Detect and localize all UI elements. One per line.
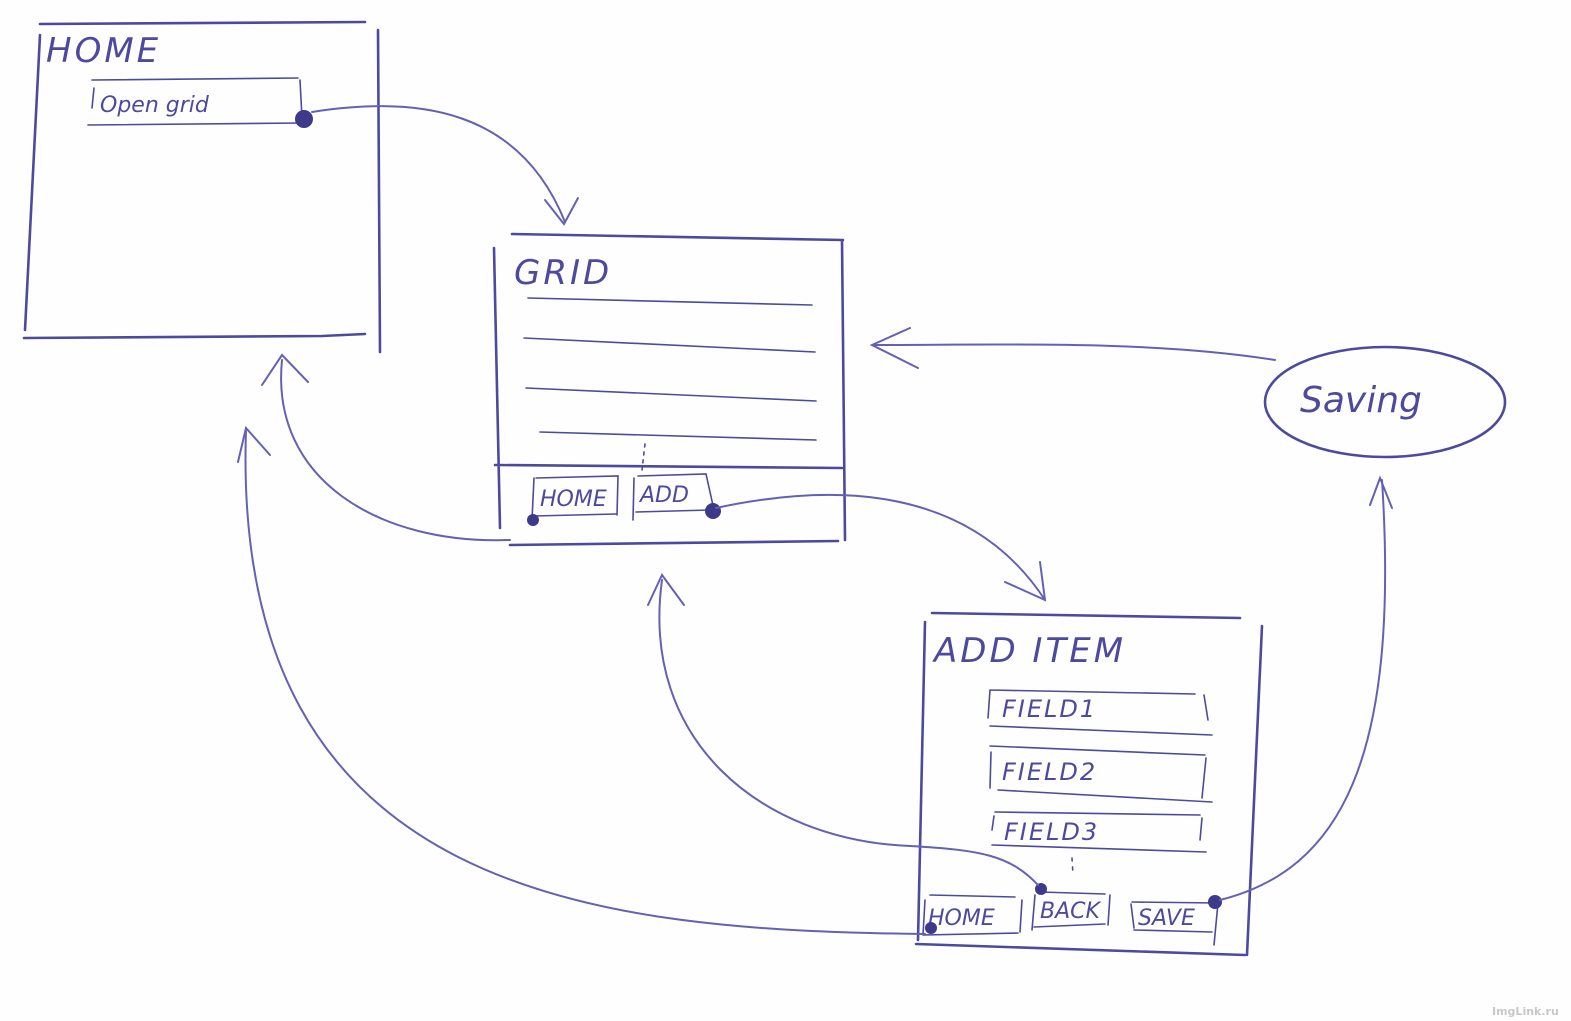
arrow-save-to-saving [1219, 479, 1387, 901]
arrow-grid-to-add-item [715, 493, 1046, 601]
grid-screen: GRID HOME ADD [492, 232, 847, 547]
add-item-screen-frame [914, 611, 1264, 957]
link-dot [925, 922, 937, 934]
link-dot [705, 503, 721, 519]
back-button-label: BACK [1040, 899, 1102, 924]
home-screen-title: HOME [46, 31, 161, 71]
arrow-home-to-grid [311, 105, 566, 223]
saving-ellipse [1263, 345, 1507, 459]
add-item-screen-title: ADD ITEM [932, 631, 1126, 671]
arrow-saving-to-grid [874, 343, 1276, 361]
field2-input[interactable]: FIELD2 [989, 745, 1213, 803]
link-dot [1208, 895, 1222, 909]
arrow-back-to-grid [658, 579, 1039, 886]
saving-label: Saving [1300, 380, 1422, 421]
field3-input[interactable]: FIELD3 [991, 811, 1207, 853]
link-dot [527, 514, 539, 526]
arrow-add-item-home [244, 429, 926, 935]
home-screen-frame [22, 20, 382, 354]
grid-screen-frame [492, 232, 847, 547]
grid-add-button-label: ADD [638, 483, 689, 508]
link-dot [1035, 883, 1047, 895]
saving-state: Saving [1263, 345, 1507, 459]
field2-label: FIELD2 [1002, 758, 1097, 786]
grid-add-button[interactable]: ADD [632, 473, 721, 521]
open-grid-button[interactable]: Open grid [87, 77, 313, 128]
grid-screen-title: GRID [514, 253, 612, 293]
arrow-grid-home [280, 359, 511, 542]
home-screen: HOME Open grid [22, 20, 382, 354]
add-item-screen: ADD ITEM FIELD1 FIELD2 FIELD3 HOME BACK … [914, 611, 1264, 957]
watermark: ImgLink.ru [1492, 1005, 1559, 1018]
save-button-label: SAVE [1138, 906, 1195, 931]
open-grid-button-label: Open grid [100, 93, 210, 118]
grid-home-button-label: HOME [540, 487, 607, 512]
add-item-home-button[interactable]: HOME [922, 894, 1023, 936]
back-button[interactable]: BACK [1031, 883, 1111, 931]
add-item-home-button-label: HOME [928, 906, 995, 931]
field3-label: FIELD3 [1004, 818, 1099, 846]
grid-home-button[interactable]: HOME [527, 475, 619, 526]
transition-arrows [237, 105, 1393, 935]
grid-rows [523, 297, 817, 441]
field1-input[interactable]: FIELD1 [987, 689, 1213, 736]
add-item-ellipsis [1071, 857, 1074, 876]
link-dot [295, 110, 313, 128]
field1-label: FIELD1 [1002, 695, 1097, 723]
save-button[interactable]: SAVE [1130, 895, 1222, 946]
